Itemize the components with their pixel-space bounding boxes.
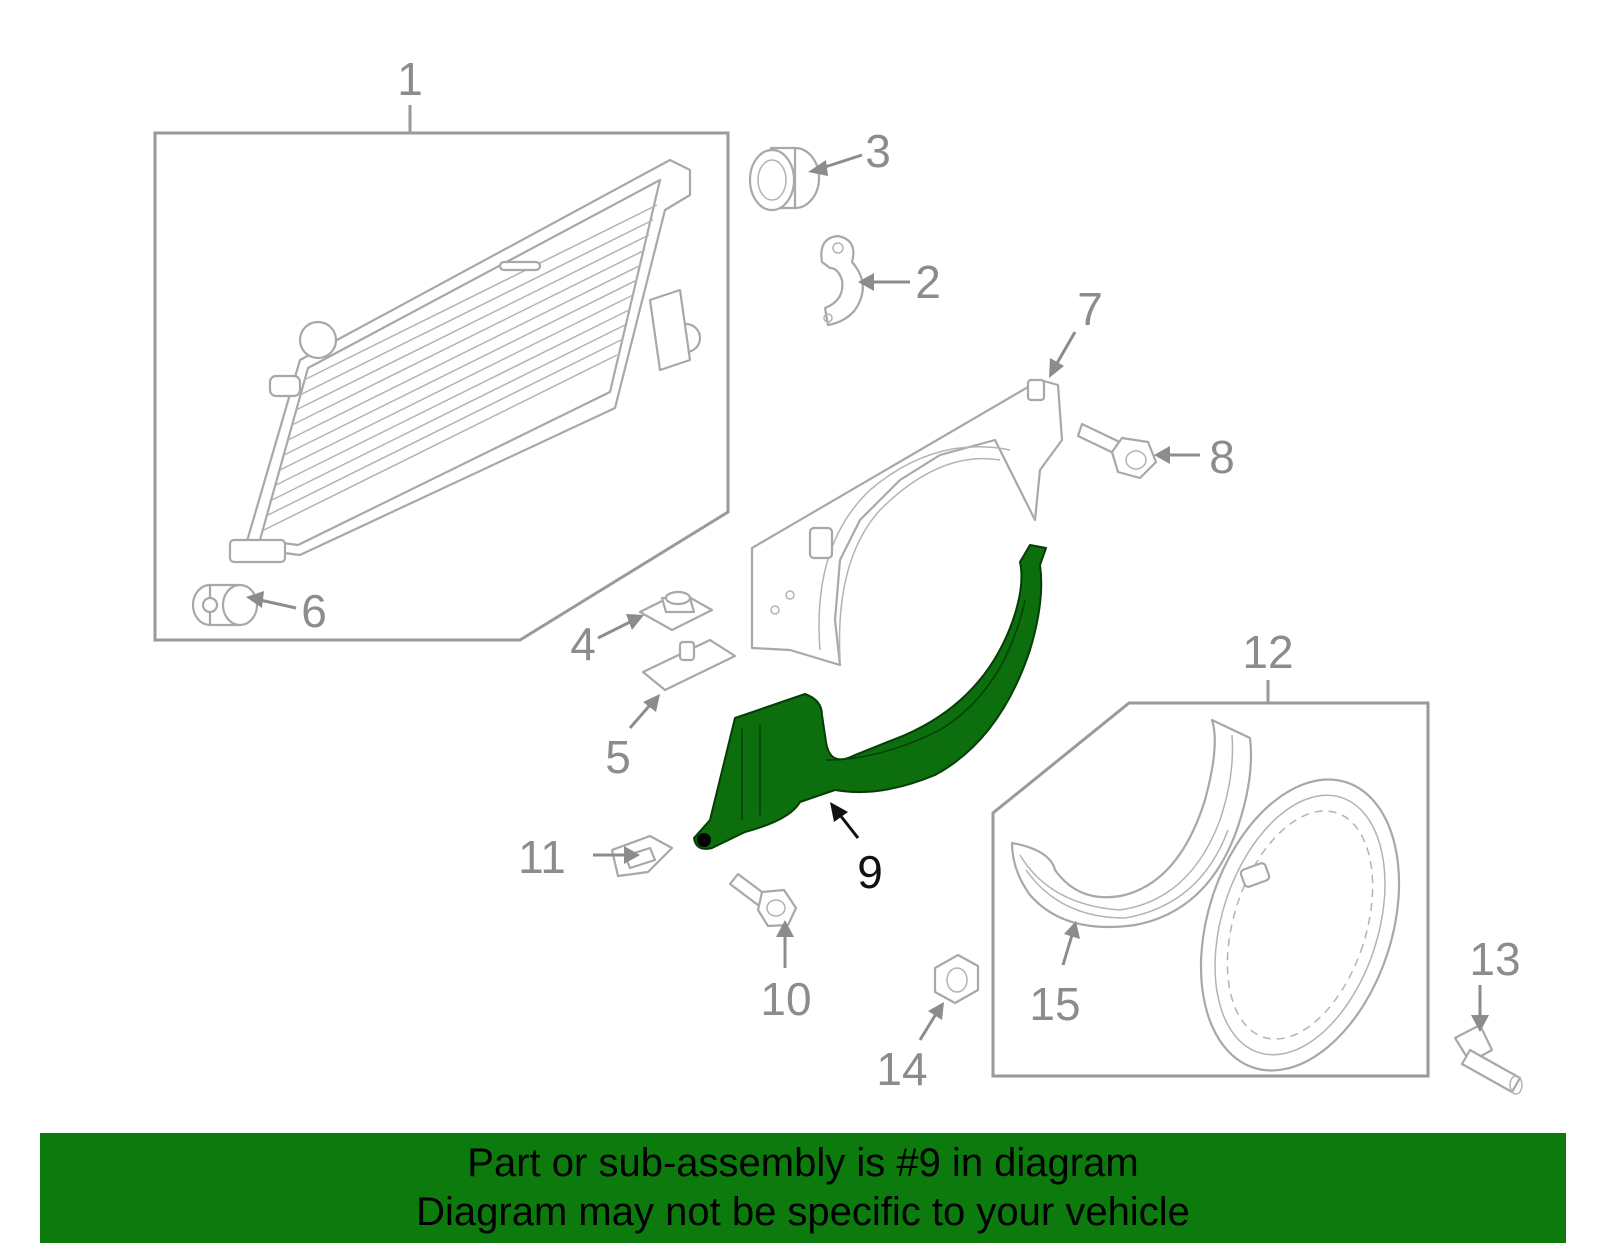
fan-clutch-ring <box>1199 778 1401 1072</box>
part-6-grommet <box>191 583 259 627</box>
callout-9: 9 <box>857 846 883 898</box>
callout-4: 4 <box>570 618 596 670</box>
callout-12: 12 <box>1242 626 1293 678</box>
part-5-pad <box>641 638 737 692</box>
banner-line-disclaimer: Diagram may not be specific to your vehi… <box>416 1190 1190 1234</box>
callout-10: 10 <box>760 973 811 1025</box>
part-11-speed-nut <box>610 834 674 878</box>
radiator-illustration <box>228 158 702 564</box>
callout-6: 6 <box>301 585 327 637</box>
part-7-fan-shroud <box>750 378 1064 667</box>
callout-labels: 1 2 3 4 5 6 7 8 9 10 11 12 13 14 15 <box>301 53 1520 1095</box>
radiator-group-frame <box>153 131 730 642</box>
part-13-stud <box>1453 1023 1523 1095</box>
callout-15: 15 <box>1029 978 1080 1030</box>
callout-13: 13 <box>1469 933 1520 985</box>
callout-3: 3 <box>865 125 891 177</box>
leader-arrows <box>246 153 1489 1041</box>
banner-line-part-info: Part or sub-assembly is #9 in diagram <box>467 1141 1139 1185</box>
callout-14: 14 <box>876 1043 927 1095</box>
part-14-nut <box>933 953 980 1005</box>
fan-group-frame <box>991 701 1430 1078</box>
part-10-bolt <box>728 872 798 928</box>
callout-11: 11 <box>518 831 566 883</box>
part-4-clip <box>638 590 714 632</box>
callout-5: 5 <box>605 731 631 783</box>
part-2-bracket <box>820 234 864 327</box>
part-15-ring-segment <box>1010 718 1253 929</box>
part-8-bolt <box>1076 422 1158 480</box>
part-9-lower-shroud-highlighted <box>693 544 1047 850</box>
callout-2: 2 <box>915 256 941 308</box>
callout-8: 8 <box>1209 431 1235 483</box>
info-banner: Part or sub-assembly is #9 in diagram Di… <box>40 1133 1566 1243</box>
callout-7: 7 <box>1077 283 1103 335</box>
part-3-seal <box>748 146 821 212</box>
callout-1: 1 <box>397 53 423 105</box>
